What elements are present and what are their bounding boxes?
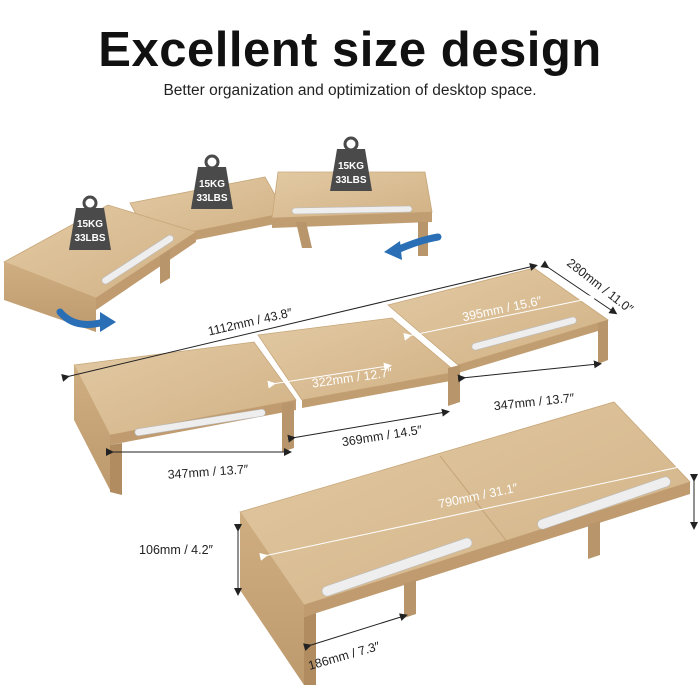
rotate-arrow-icon <box>393 233 442 254</box>
page-subtitle: Better organization and optimization of … <box>163 82 537 99</box>
weight-icon: 15KG 33LBS <box>191 154 233 209</box>
dimension-lines <box>61 260 698 652</box>
svg-text:33LBS: 33LBS <box>335 175 366 186</box>
dim-left-side-length: 347mm / 13.7″ <box>167 462 249 482</box>
svg-text:15KG: 15KG <box>338 161 364 172</box>
dim-right-side-length: 347mm / 13.7″ <box>493 391 575 413</box>
svg-text:15KG: 15KG <box>199 179 225 190</box>
dim-height-outer: 106mm / 4.2″ <box>139 543 213 557</box>
weight-icon: 15KG 33LBS <box>330 136 372 191</box>
page-title: Excellent size design <box>98 23 602 77</box>
dimension-lines-white <box>259 294 688 561</box>
svg-text:33LBS: 33LBS <box>74 233 105 244</box>
dim-leg-span: 186mm / 7.3″ <box>307 639 382 673</box>
compact-stand <box>239 401 691 685</box>
weight-icon: 15KG 33LBS <box>69 195 111 250</box>
svg-text:33LBS: 33LBS <box>196 193 227 204</box>
svg-text:15KG: 15KG <box>77 219 103 230</box>
dim-middle-length: 369mm / 14.5″ <box>341 423 424 450</box>
